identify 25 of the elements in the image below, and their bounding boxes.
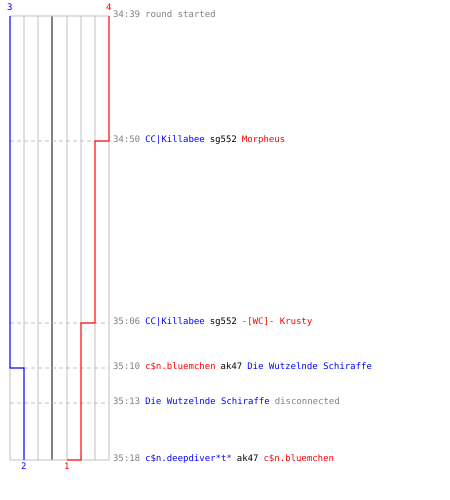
- player-name: CC|Killabee: [145, 135, 205, 145]
- timestamp: 35:06: [113, 317, 140, 327]
- player-name: Die Wutzelnde Schiraffe: [145, 397, 270, 407]
- player-name: -[WC]- Krusty: [242, 317, 312, 327]
- timestamp: 34:50: [113, 135, 140, 145]
- weapon-name: ak47: [220, 362, 242, 372]
- timestamp: 35:18: [113, 454, 140, 464]
- player-name: c$n.bluemchen: [263, 454, 334, 464]
- player-name: c$n.bluemchen: [145, 362, 216, 372]
- timestamp: 35:10: [113, 362, 140, 372]
- player-name: c$n.deepdiver*t*: [145, 454, 232, 464]
- event-text: disconnected: [274, 397, 340, 407]
- player-name: CC|Killabee: [145, 317, 205, 327]
- team-count: 3: [7, 3, 12, 14]
- timestamp: 35:13: [113, 397, 140, 407]
- weapon-name: sg552: [210, 135, 237, 145]
- team-count: 1: [64, 462, 70, 473]
- player-name: Morpheus: [242, 135, 286, 145]
- team-count: 2: [21, 462, 26, 473]
- event-text: round started: [145, 10, 216, 20]
- player-name: Die Wutzelnde Schiraffe: [247, 362, 372, 372]
- team-count: 4: [106, 3, 112, 14]
- weapon-name: ak47: [236, 454, 258, 464]
- timestamp: 34:39: [113, 10, 140, 20]
- weapon-name: sg552: [210, 317, 237, 327]
